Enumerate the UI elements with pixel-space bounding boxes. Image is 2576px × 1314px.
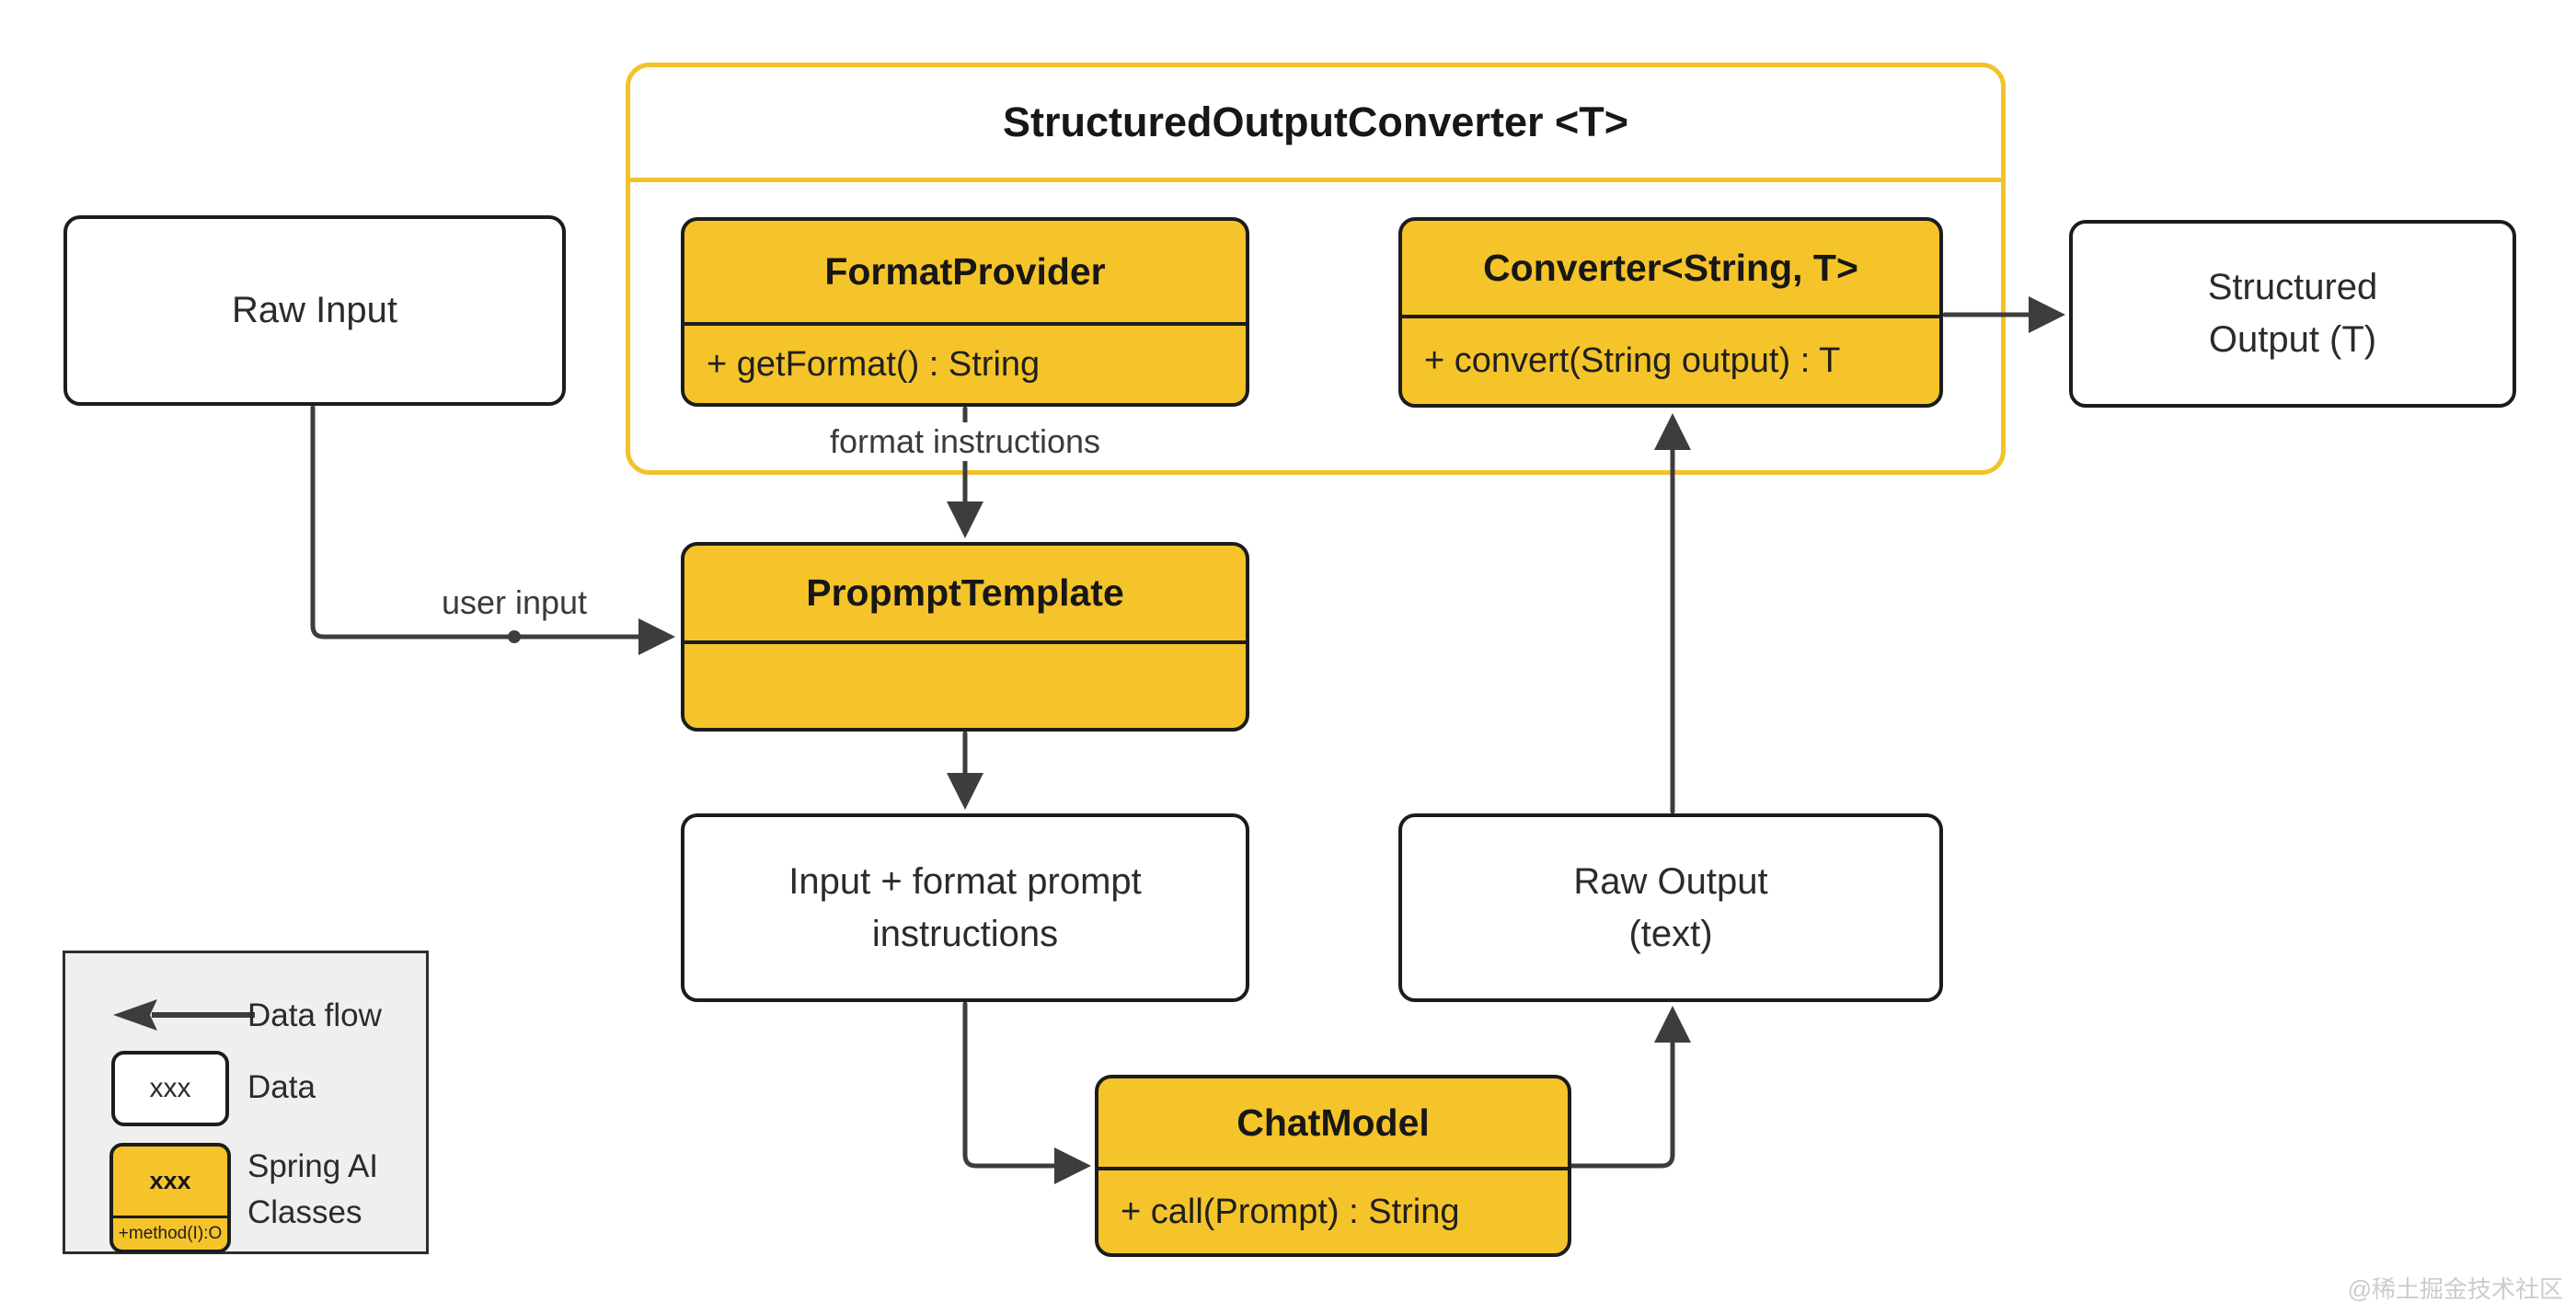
node-input-format-prompt: Input + format prompt instructions xyxy=(681,813,1249,1002)
node-raw-output: Raw Output (text) xyxy=(1398,813,1943,1002)
class-prompt-template: PropmptTemplate xyxy=(681,542,1249,732)
raw-output-line2: (text) xyxy=(1628,913,1713,954)
legend-class-sample: xxx xyxy=(149,1167,191,1194)
legend-class-method: +method(I):O xyxy=(113,1216,227,1250)
legend-data-sample: xxx xyxy=(149,1073,191,1103)
chat-model-title: ChatModel xyxy=(1236,1101,1430,1144)
converter-method: + convert(String output) : T xyxy=(1402,315,1939,404)
edge-inputformat-to-chatmodel xyxy=(962,1001,1091,1184)
raw-output-line1: Raw Output xyxy=(1573,860,1768,902)
converter-title: Converter<String, T> xyxy=(1483,246,1858,289)
legend-dataflow-label: Data flow xyxy=(247,997,382,1033)
watermark: @稀土掘金技术社区 xyxy=(2347,1275,2563,1303)
legend-class-label-line1: Spring AI xyxy=(247,1148,379,1184)
legend-dataflow-arrow-icon xyxy=(113,999,255,1031)
legend-class-box: xxx +method(I):O xyxy=(109,1143,231,1253)
legend-data-box: xxx xyxy=(111,1051,229,1126)
input-format-line1: Input + format prompt xyxy=(788,860,1142,902)
node-structured-output: Structured Output (T) xyxy=(2069,220,2516,408)
class-format-provider: FormatProvider + getFormat() : String xyxy=(681,217,1249,407)
format-provider-title: FormatProvider xyxy=(824,249,1106,293)
class-converter: Converter<String, T> + convert(String ou… xyxy=(1398,217,1943,408)
legend-data-label: Data xyxy=(247,1069,316,1105)
structured-output-line1: Structured xyxy=(2207,267,2378,308)
input-format-line2: instructions xyxy=(871,913,1059,954)
node-raw-input: Raw Input xyxy=(63,215,566,406)
container-title: StructuredOutputConverter <T> xyxy=(1002,98,1629,145)
legend-class-label-line2: Classes xyxy=(247,1194,362,1230)
edge-waypoint-dot xyxy=(508,630,521,643)
edge-label-format-instructions: format instructions xyxy=(820,422,1110,461)
legend: Data flow xxx Data xxx +method(I):O Spri… xyxy=(63,951,429,1254)
raw-input-label: Raw Input xyxy=(231,290,398,331)
container-title-separator xyxy=(630,178,2001,182)
format-provider-method: + getFormat() : String xyxy=(684,322,1246,403)
structured-output-line2: Output (T) xyxy=(2208,319,2377,360)
prompt-template-title: PropmptTemplate xyxy=(806,571,1124,614)
prompt-template-method xyxy=(684,640,1246,728)
edge-label-user-input: user input xyxy=(441,583,588,621)
class-chat-model: ChatModel + call(Prompt) : String xyxy=(1095,1075,1571,1257)
edge-chatmodel-to-rawoutput xyxy=(1569,1006,1691,1169)
chat-model-method: + call(Prompt) : String xyxy=(1098,1167,1568,1253)
